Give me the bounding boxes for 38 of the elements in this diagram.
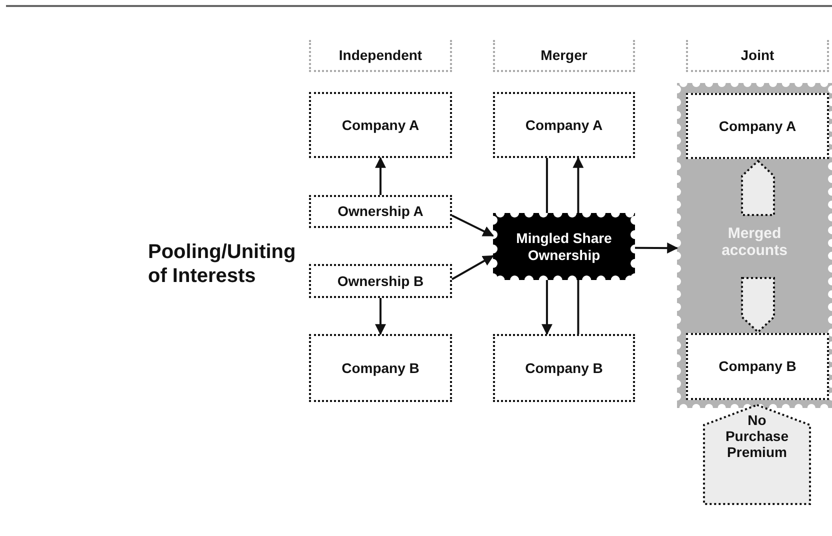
arrow xyxy=(452,255,494,280)
header-text: Merger xyxy=(540,46,588,64)
arrow xyxy=(375,156,386,195)
column-header xyxy=(686,40,829,72)
company-box xyxy=(309,334,452,402)
company-box xyxy=(686,333,829,400)
node-label: No Purchase Premium xyxy=(724,412,790,460)
pentagon-box xyxy=(703,404,811,505)
header-text: Independent xyxy=(338,46,422,64)
company-box xyxy=(309,92,452,158)
node-label: Company B xyxy=(718,358,796,375)
stamp-shaped-box xyxy=(493,213,635,280)
connector-line xyxy=(546,158,548,213)
company-box xyxy=(309,264,452,298)
node-label: Company B xyxy=(342,360,420,376)
arrow xyxy=(572,156,584,213)
node-label: Merged accounts xyxy=(720,225,788,260)
stamp-shaped-panel xyxy=(677,83,832,408)
node-label: Ownership A xyxy=(338,203,424,220)
company-box xyxy=(686,93,829,159)
node-label: Company A xyxy=(342,116,420,134)
node-label: Company A xyxy=(718,118,796,134)
company-box xyxy=(493,92,635,158)
header-text: Joint xyxy=(740,46,774,64)
column-header xyxy=(493,40,635,72)
arrow xyxy=(375,298,386,336)
company-box xyxy=(309,195,452,228)
arrow xyxy=(635,242,678,254)
row-label: Pooling/Uniting of Interests xyxy=(148,240,297,288)
node-label: Ownership B xyxy=(337,272,424,290)
node-label: Company B xyxy=(525,360,603,376)
node-label: Company A xyxy=(525,116,603,134)
node-label: Mingled Share Ownership xyxy=(515,230,613,263)
arrow xyxy=(541,280,552,336)
arrow xyxy=(452,214,494,237)
company-box xyxy=(493,334,635,402)
column-header xyxy=(309,40,452,72)
connector-line xyxy=(577,280,580,334)
